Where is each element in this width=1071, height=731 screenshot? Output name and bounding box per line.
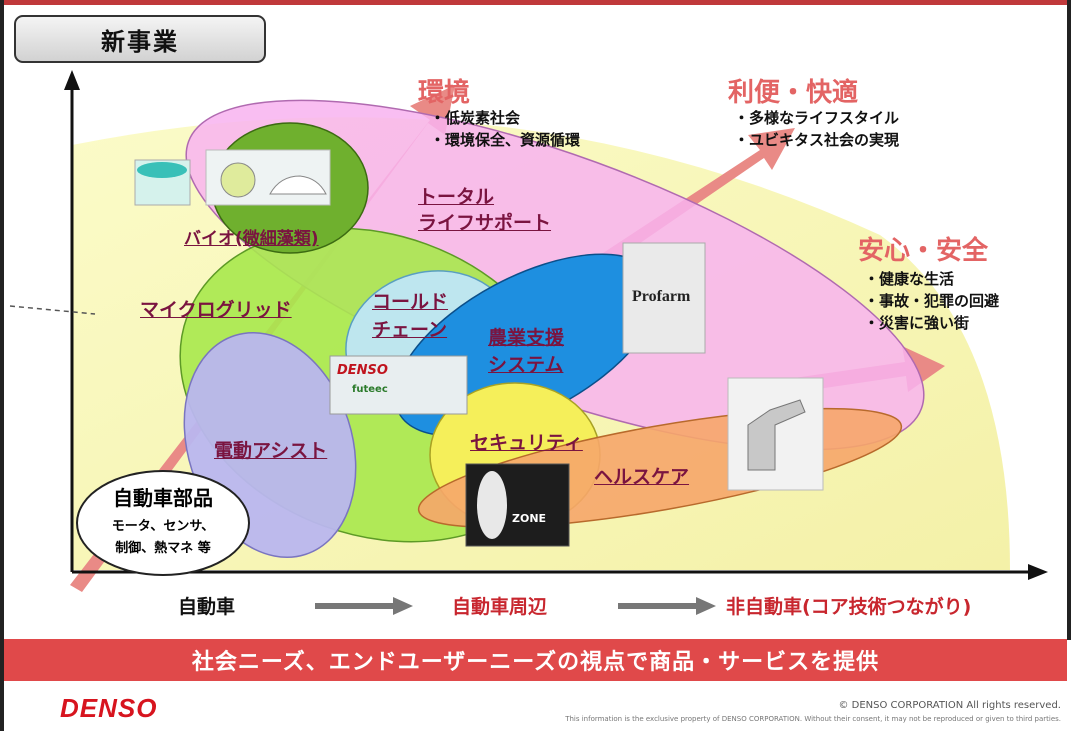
- profarm-photo: [622, 242, 706, 354]
- safe-item-2: ・事故・犯罪の回避: [864, 292, 1000, 310]
- right-border: [1067, 0, 1071, 640]
- auto-parts-circle: 自動車部品 モータ、センサ、 制御、熱マネ 等: [76, 470, 250, 576]
- jar-lid: [137, 162, 187, 178]
- x-label-periphery: 自動車周辺: [452, 596, 548, 618]
- page-title: 新事業: [14, 15, 266, 63]
- axes: [70, 86, 1030, 574]
- container-photo: [329, 355, 468, 415]
- total-support-label: トータル ライフサポート: [418, 184, 551, 236]
- denso-logo: DENSO: [60, 693, 158, 723]
- convenience-heading: 利便・快適: [728, 78, 859, 108]
- car-shape: [269, 175, 327, 195]
- conv-item-1: ・多様なライフスタイル: [734, 109, 900, 127]
- env-item-2: ・環境保全、資源循環: [430, 131, 581, 149]
- x-label-auto: 自動車: [178, 596, 236, 618]
- bottom-banner: 社会ニーズ、エンドユーザーニーズの視点で商品・サービスを提供: [4, 639, 1067, 681]
- assist-label: 電動アシスト: [214, 440, 328, 462]
- futeec-logo: futeec: [352, 384, 388, 395]
- container-denso-logo: DENSO: [337, 363, 388, 378]
- robot-shape: [747, 399, 806, 471]
- agri-line-1: 農業支援: [488, 327, 565, 349]
- diagram-canvas: [9, 70, 1048, 592]
- cold-chain-label: コールド チェーン: [372, 288, 448, 344]
- agri-line-2: システム: [488, 354, 564, 376]
- cold-chain-line-2: チェーン: [372, 319, 448, 341]
- x-axis-arrowhead: [1028, 564, 1048, 580]
- env-heading: 環境: [418, 78, 471, 108]
- bio-label: バイオ(微細藻類): [184, 229, 319, 249]
- auto-parts-line-1: モータ、センサ、: [111, 519, 215, 534]
- zone-logo: ZONE: [512, 512, 547, 525]
- profarm-logo: Profarm: [632, 288, 691, 305]
- copyright-text: © DENSO CORPORATION All rights reserved.: [838, 700, 1061, 711]
- microgrid-label: マイクログリッド: [140, 299, 292, 321]
- healthcare-label: ヘルスケア: [594, 466, 690, 488]
- x-arrow-1: [315, 597, 413, 615]
- security-label: セキュリティ: [470, 432, 583, 454]
- env-item-1: ・低炭素社会: [430, 109, 521, 127]
- auto-parts-title: 自動車部品: [113, 486, 213, 510]
- safe-item-1: ・健康な生活: [864, 270, 955, 288]
- zone-device: [477, 471, 507, 539]
- safety-heading: 安心・安全: [858, 236, 989, 266]
- left-border: [0, 0, 4, 731]
- safe-item-3: ・災害に強い街: [864, 314, 970, 332]
- cold-chain-line-1: コールド: [372, 291, 449, 313]
- confidentiality-notice: This information is the exclusive proper…: [565, 715, 1061, 723]
- agri-label: 農業支援 システム: [488, 325, 564, 379]
- flask-shape: [220, 162, 256, 198]
- conv-item-2: ・ユビキタス社会の実現: [734, 131, 900, 149]
- top-rule: [0, 0, 1071, 5]
- x-arrow-2: [618, 597, 716, 615]
- total-support-line-2: ライフサポート: [418, 212, 552, 234]
- y-axis-arrowhead: [64, 70, 80, 90]
- total-support-line-1: トータル: [418, 186, 495, 208]
- auto-parts-line-2: 制御、熱マネ 等: [115, 541, 211, 556]
- x-label-non-auto: 非自動車(コア技術つながり): [726, 596, 972, 618]
